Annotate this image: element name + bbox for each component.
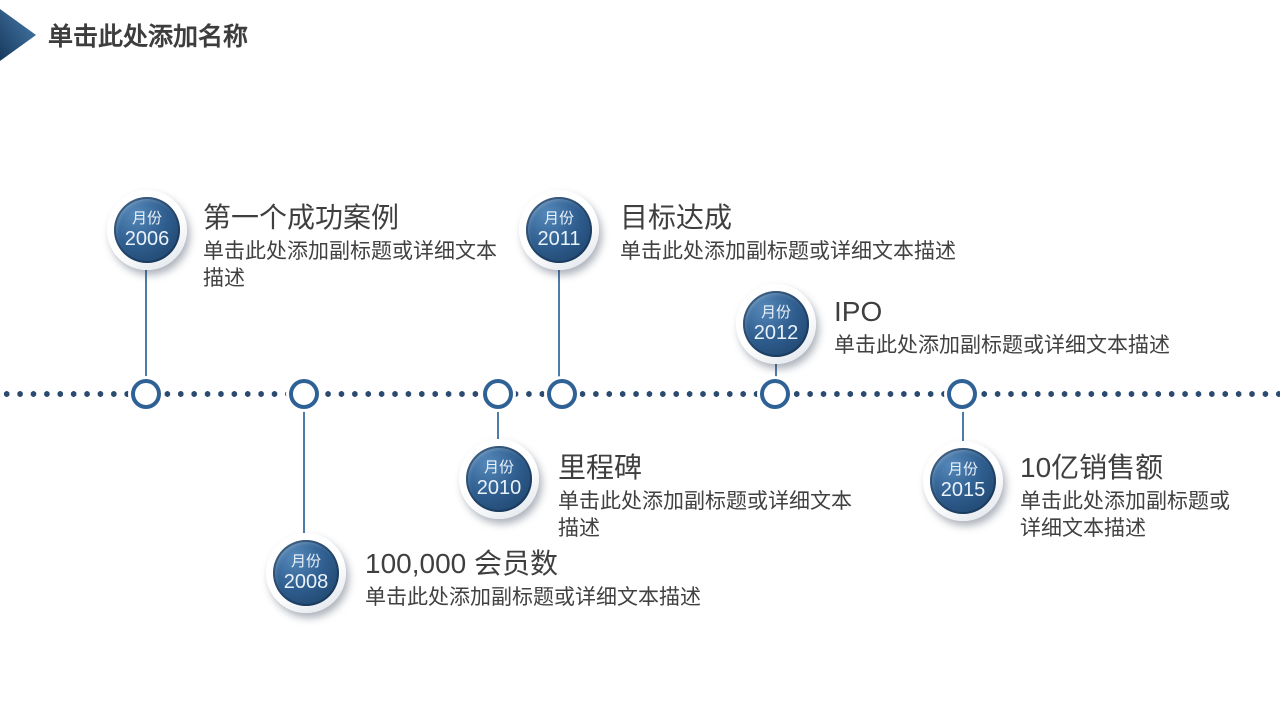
slide-title: 单击此处添加名称	[48, 23, 249, 51]
year-badge-core: 月份 2011	[526, 197, 592, 263]
year-badge-2012: 月份 2012	[736, 284, 816, 364]
connector-line-2012	[775, 364, 777, 379]
badge-month-label: 月份	[760, 304, 791, 321]
event-text-2006: 第一个成功案例 单击此处添加副标题或详细文本描述	[203, 201, 513, 292]
year-badge-core: 月份 2012	[743, 291, 809, 357]
event-description: 单击此处添加副标题或详细文本描述	[203, 240, 497, 290]
connector-line-2011	[558, 270, 560, 379]
event-title: 10亿销售额	[1020, 452, 1164, 483]
badge-month-label: 月份	[483, 459, 514, 476]
event-text-2008: 100,000 会员数 单击此处添加副标题或详细文本描述	[365, 547, 805, 611]
badge-month-label: 月份	[290, 553, 321, 570]
badge-year-label: 2010	[476, 477, 522, 499]
event-text-2015: 10亿销售额 单击此处添加副标题或详细文本描述	[1020, 451, 1248, 542]
connector-line-2015	[962, 409, 964, 441]
event-title: 第一个成功案例	[203, 202, 400, 233]
event-description: 单击此处添加副标题或详细文本描述	[834, 334, 1170, 357]
badge-year-label: 2008	[283, 571, 329, 593]
event-description: 单击此处添加副标题或详细文本描述	[365, 586, 701, 609]
year-badge-2010: 月份 2010	[459, 439, 539, 519]
event-description: 单击此处添加副标题或详细文本描述	[620, 240, 956, 263]
badge-year-label: 2012	[753, 322, 799, 344]
timeline-node-2008	[289, 379, 319, 409]
event-description: 单击此处添加副标题或详细文本描述	[558, 490, 852, 540]
year-badge-core: 月份 2010	[466, 446, 532, 512]
badge-year-label: 2015	[940, 479, 986, 501]
year-badge-core: 月份 2015	[930, 448, 996, 514]
year-badge-2008: 月份 2008	[266, 533, 346, 613]
year-badge-core: 月份 2008	[273, 540, 339, 606]
timeline-node-2010	[483, 379, 513, 409]
year-badge-2015: 月份 2015	[923, 441, 1003, 521]
badge-year-label: 2011	[537, 228, 581, 250]
connector-line-2008	[303, 409, 305, 533]
badge-month-label: 月份	[543, 210, 574, 227]
event-title: IPO	[834, 296, 883, 327]
badge-month-label: 月份	[947, 461, 978, 478]
connector-line-2010	[497, 409, 499, 439]
event-text-2010: 里程碑 单击此处添加副标题或详细文本描述	[558, 451, 868, 542]
timeline-node-2015	[947, 379, 977, 409]
event-title: 100,000 会员数	[365, 548, 558, 579]
timeline-node-2006	[131, 379, 161, 409]
event-text-2011: 目标达成 单击此处添加副标题或详细文本描述	[620, 201, 1060, 265]
right-arrow-icon	[0, 9, 36, 61]
event-title: 里程碑	[558, 452, 643, 483]
connector-line-2006	[145, 270, 147, 379]
timeline-node-2011	[547, 379, 577, 409]
year-badge-2011: 月份 2011	[519, 190, 599, 270]
year-badge-core: 月份 2006	[114, 197, 180, 263]
timeline-node-2012	[760, 379, 790, 409]
event-text-2012: IPO 单击此处添加副标题或详细文本描述	[834, 295, 1274, 359]
timeline-dotted-line	[0, 390, 1280, 398]
badge-year-label: 2006	[124, 228, 170, 250]
badge-month-label: 月份	[131, 210, 162, 227]
event-description: 单击此处添加副标题或详细文本描述	[1020, 490, 1230, 540]
year-badge-2006: 月份 2006	[107, 190, 187, 270]
event-title: 目标达成	[620, 202, 733, 233]
